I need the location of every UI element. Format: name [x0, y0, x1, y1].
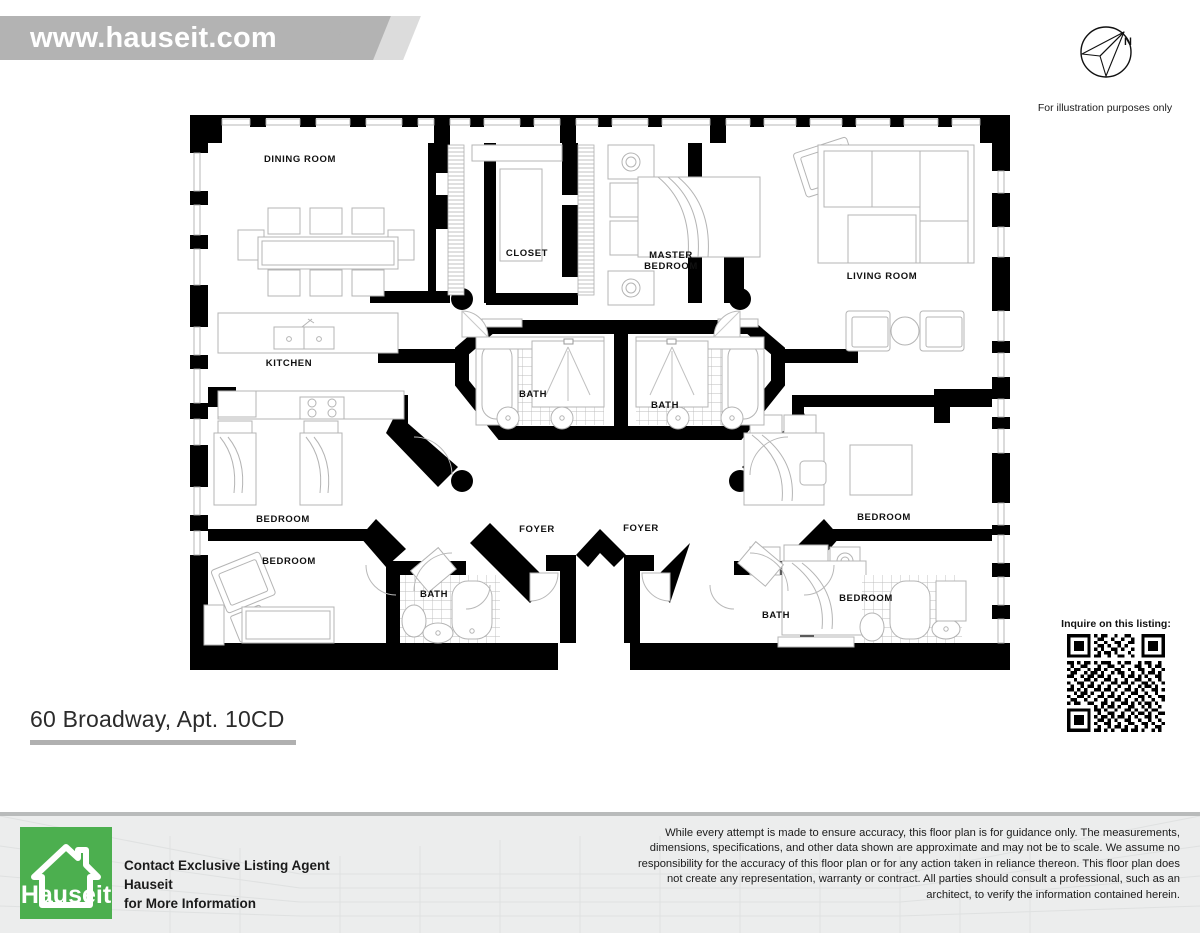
header-banner: www.hauseit.com: [0, 16, 430, 60]
qr-code-icon[interactable]: [1067, 634, 1165, 732]
label-closet: CLOSET: [506, 248, 548, 259]
listing-address: 60 Broadway, Apt. 10CD: [30, 706, 285, 732]
label-bath-left: BATH: [420, 589, 448, 600]
hauseit-logo-icon: Hauseit: [20, 827, 112, 919]
footer-divider: [0, 812, 1200, 816]
room-labels: DINING ROOM KITCHEN CLOSET MASTER BEDROO…: [256, 154, 917, 621]
exterior-windows: [193, 118, 1005, 644]
exterior-walls: [190, 115, 1010, 670]
label-master-line2: BEDROOM: [644, 261, 698, 272]
label-bath-master-right: BATH: [651, 400, 679, 411]
website-label: www.hauseit.com: [30, 22, 277, 54]
footer-disclaimer: While every attempt is made to ensure ac…: [637, 827, 1180, 901]
banner-bar: [0, 16, 370, 60]
floor-plan-drawing: DINING ROOM KITCHEN CLOSET MASTER BEDROO…: [190, 115, 1010, 670]
contact-line-1: Contact Exclusive Listing Agent: [124, 858, 330, 873]
hauseit-logo: Hauseit: [20, 827, 112, 919]
label-bedroom-left-1: BEDROOM: [256, 514, 310, 525]
contact-line-3: for More Information: [124, 896, 256, 912]
label-bath-master-left: BATH: [519, 389, 547, 400]
door-swings: [365, 310, 835, 610]
label-foyer-right: FOYER: [623, 523, 659, 534]
compass-block: N For illustration purposes only: [1020, 14, 1190, 114]
label-bedroom-left-2: BEDROOM: [262, 556, 316, 567]
label-foyer-left: FOYER: [519, 524, 555, 535]
label-bedroom-right-2: BEDROOM: [839, 593, 893, 604]
address-block: 60 Broadway, Apt. 10CD: [30, 706, 450, 745]
label-kitchen: KITCHEN: [266, 358, 312, 369]
compass-north-label: N: [1124, 36, 1132, 48]
footer-background-pattern: [0, 816, 1200, 933]
qr-label: Inquire on this listing:: [1061, 618, 1171, 630]
label-living-room: LIVING ROOM: [847, 271, 917, 282]
illustration-note: For illustration purposes only: [1037, 102, 1173, 114]
lower-bath-fixtures: [400, 540, 967, 644]
contact-line-2: Hauseit: [124, 877, 173, 893]
label-bath-right: BATH: [762, 610, 790, 621]
footer: Hauseit Contact Exclusive Listing Agent …: [0, 812, 1200, 933]
qr-block: Inquire on this listing:: [1046, 618, 1186, 732]
compass-rose-icon: [1080, 26, 1132, 78]
label-master-line1: MASTER: [649, 250, 693, 261]
label-dining-room: DINING ROOM: [264, 154, 336, 165]
footer-contact-block: Contact Exclusive Listing Agent Hauseit …: [124, 856, 330, 913]
master-bath-fixtures: [475, 318, 765, 430]
label-bedroom-right-1: BEDROOM: [857, 512, 911, 523]
hauseit-logo-text: Hauseit: [21, 881, 112, 909]
address-underline: [30, 740, 296, 745]
furniture: [203, 136, 975, 648]
